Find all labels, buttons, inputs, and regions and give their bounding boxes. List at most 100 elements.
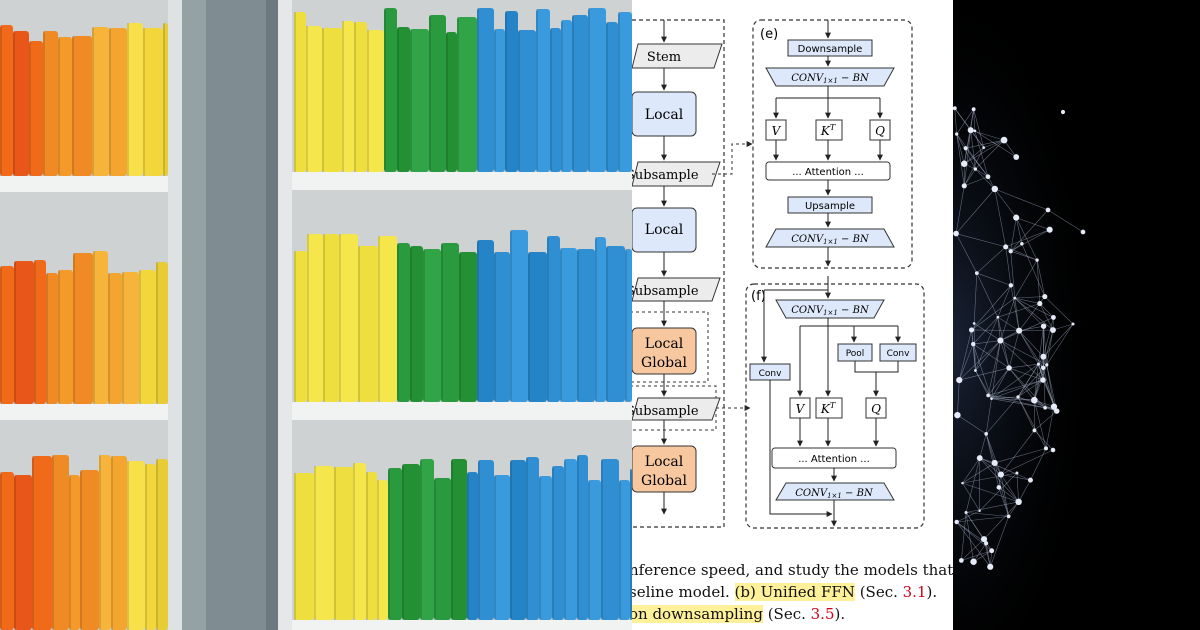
book-spine [477, 240, 494, 402]
network-edge [1010, 217, 1017, 252]
book-spine [494, 475, 510, 620]
book-spine [618, 12, 632, 172]
network-edge [956, 510, 980, 523]
caption-ref-3-1[interactable]: 3.1 [902, 583, 927, 601]
network-edge [973, 343, 1010, 369]
network-node [961, 183, 967, 189]
network-edge [1000, 340, 1047, 366]
network-edge [956, 521, 992, 551]
network-edge [956, 133, 976, 170]
book-shadow [577, 455, 579, 620]
book-spine [143, 28, 163, 176]
network-node [1040, 353, 1047, 360]
network-edge [955, 185, 965, 234]
network-edge [1008, 367, 1044, 381]
network-node [967, 127, 974, 134]
book-spine [384, 8, 397, 172]
network-edge [1005, 229, 1050, 248]
network-edge [1019, 325, 1044, 331]
book-spine [294, 473, 314, 620]
book-shadow [145, 464, 147, 630]
conv-bn-top-f [775, 299, 885, 319]
network-edge [991, 398, 1035, 401]
network-edge [975, 168, 989, 177]
book-shadow [127, 23, 129, 176]
book-shadow [550, 28, 552, 172]
book-spine [92, 27, 109, 176]
book-shadow [528, 252, 530, 402]
book-spine [13, 31, 29, 176]
books-right-bottom [294, 455, 632, 620]
network-edge [989, 516, 1009, 567]
book-shadow [446, 32, 448, 172]
network-edge [1044, 296, 1074, 325]
book-spine [526, 457, 539, 620]
book-shadow [358, 246, 360, 402]
book-spine [378, 236, 397, 402]
network-edge [1016, 217, 1050, 230]
book-shadow [494, 475, 496, 620]
network-node [1080, 229, 1086, 235]
network-edge [972, 343, 992, 399]
book-shadow [29, 41, 31, 176]
network-edge [973, 323, 976, 371]
book-shadow [561, 20, 563, 172]
network-edge [1008, 367, 1035, 401]
network-node [1045, 207, 1051, 213]
books-right-middle [294, 230, 632, 402]
book-shadow [139, 270, 141, 404]
network-edge [974, 130, 1017, 158]
network-edge [1017, 364, 1048, 398]
panel-f-label: (f) [751, 289, 766, 304]
book-shadow [109, 28, 111, 176]
network-edge [1000, 297, 1016, 341]
network-edge [957, 380, 960, 416]
network-edge [979, 457, 1002, 475]
network-edge [985, 433, 1002, 475]
book-spine [14, 475, 32, 630]
caption-ref-3-5[interactable]: 3.5 [810, 605, 835, 623]
network-edge [1000, 474, 1019, 502]
network-edge [1043, 323, 1074, 357]
book-shadow [69, 475, 71, 630]
network-edge [955, 233, 978, 274]
book-shadow [122, 272, 124, 404]
local-label-2: Local [645, 222, 684, 238]
book-spine [572, 15, 588, 172]
book-spine [429, 15, 446, 172]
network-node [1003, 244, 1009, 250]
book-shadow [0, 266, 2, 404]
network-node [976, 455, 983, 461]
conv-bn-bottom-f-label: CONV1×1 − BN [795, 488, 874, 500]
k-label-e: KT [820, 123, 836, 138]
book-shadow [163, 23, 165, 176]
book-shadow [322, 28, 324, 172]
book-shadow [630, 469, 632, 620]
network-edge [991, 340, 1001, 399]
network-edge [998, 487, 1019, 503]
network-node [980, 536, 988, 543]
bookshelf-illustration [0, 0, 632, 630]
network-edge [988, 395, 1035, 401]
book-shadow [58, 270, 60, 404]
network-edge [979, 433, 987, 459]
network-edge [985, 433, 1000, 488]
book-spine [457, 17, 477, 172]
network-edge [1016, 472, 1019, 502]
network-edge [1000, 340, 1044, 381]
network-node [1051, 314, 1056, 320]
backbone-column: Stem Local Subsample Local Subsample Loc… [632, 19, 753, 528]
network-node [1015, 471, 1019, 475]
book-spine [0, 472, 14, 630]
network-edge [963, 109, 974, 164]
network-edge [979, 457, 1019, 503]
book-spine [423, 249, 441, 402]
book-spine [354, 22, 367, 172]
network-node [953, 230, 959, 237]
network-edge [1042, 329, 1054, 368]
book-shadow [441, 243, 443, 402]
network-edge [1034, 410, 1057, 431]
network-edge [1014, 297, 1044, 327]
network-edge [979, 457, 1031, 481]
book-shadow [478, 460, 480, 620]
